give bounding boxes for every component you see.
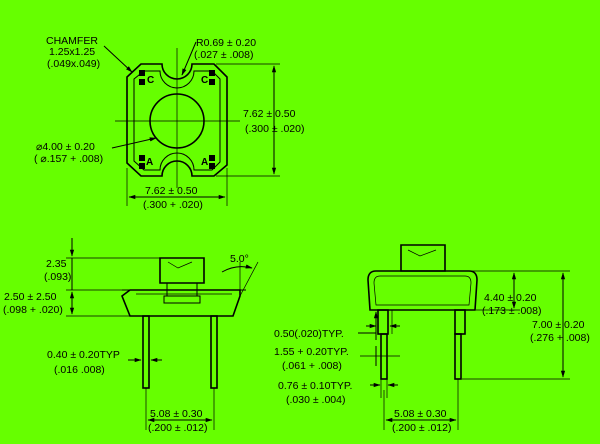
stand-mm: 1.55 + 0.20TYP.	[274, 346, 349, 358]
front-lens	[400, 244, 446, 272]
height-in: (.300 ± .020)	[245, 123, 304, 135]
side-view: 2.35 (.093) 2.50 ± 2.50 (.098 + .020) 5.…	[3, 238, 259, 434]
top-view-outline	[126, 63, 228, 177]
diameter-in: ( ⌀.157 + .008)	[34, 153, 103, 165]
front-lead-left	[380, 333, 388, 380]
chamfer-in: (.049x.049)	[47, 58, 100, 70]
pin-c-right-label: C	[201, 75, 208, 86]
front-body-in: (.173 ± .008)	[482, 305, 541, 317]
pin-c-left-label: C	[147, 75, 154, 86]
diameter-mm: ⌀4.00 ± 0.20	[36, 141, 95, 153]
chamfer-leader	[103, 45, 133, 73]
pad-a-right	[209, 155, 215, 161]
chamfer-title: CHAMFER	[46, 35, 98, 47]
lens-in: (.093)	[44, 271, 71, 283]
side-lead-left	[142, 315, 150, 389]
radius-leader	[181, 41, 197, 76]
pad-a-left-2	[139, 163, 145, 169]
front-lead-left-upper	[377, 309, 389, 335]
lead-mm: 0.40 ± 0.20TYP	[47, 349, 120, 361]
stand-in: (.061 + .008)	[282, 360, 342, 372]
pitch-in: (.200 ± .012)	[148, 422, 207, 434]
chamfer-mm: 1.25x1.25	[49, 46, 95, 58]
width-mm: 7.62 ± 0.50	[145, 185, 198, 197]
pitch-mm: 5.08 ± 0.30	[150, 408, 203, 420]
front-pitch-in: (.200 ± .012)	[392, 422, 451, 434]
diameter-leader	[111, 137, 157, 149]
pin-a-left-label: A	[146, 157, 153, 168]
top-view-inner-outline	[133, 70, 221, 171]
front-body-inner	[373, 275, 472, 306]
pad-a-right-2	[209, 163, 215, 169]
top-view: C C A A CHAMFER 1.25x1.25 (.049x.049) R0…	[34, 35, 304, 211]
side-lens	[159, 257, 205, 284]
pad-c-left-2	[139, 79, 145, 85]
body-in: (.098 + .020)	[3, 304, 63, 316]
radius-mm: R0.69 ± 0.20	[196, 37, 256, 49]
front-total-in: (.276 + .008)	[530, 332, 590, 344]
front-pitch-mm: 5.08 ± 0.30	[394, 408, 447, 420]
front-body	[367, 270, 478, 311]
angle-label: 5.0°	[230, 253, 249, 265]
front-lens-mark	[407, 249, 437, 257]
front-lead-mm: 0.76 ± 0.10TYP.	[278, 380, 352, 392]
side-step-2	[163, 295, 201, 304]
pin-a-right-label: A	[201, 157, 208, 168]
body-mm: 2.50 ± 2.50	[4, 291, 57, 303]
radius-in: (.027 ± .008)	[194, 49, 253, 61]
side-lead-right	[210, 315, 218, 389]
pad-c-right	[209, 70, 215, 76]
thick-label: 0.50(.020)TYP.	[274, 328, 344, 340]
front-lead-right	[454, 333, 462, 380]
pad-a-left	[139, 155, 145, 161]
pad-c-left	[139, 70, 145, 76]
width-in: (.300 + .020)	[143, 199, 203, 211]
pad-c-right-2	[209, 79, 215, 85]
lens-mm: 2.35	[46, 258, 67, 270]
angle-ref	[239, 261, 259, 297]
front-total-mm: 7.00 ± 0.20	[532, 319, 585, 331]
front-body-mm: 4.40 ± 0.20	[484, 292, 537, 304]
angle-arc	[221, 264, 253, 273]
side-lens-mark	[167, 261, 193, 269]
height-mm: 7.62 ± 0.50	[243, 108, 296, 120]
lead-in: (.016 .008)	[54, 364, 105, 376]
front-lead-in: (.030 ± .004)	[286, 394, 345, 406]
front-view: 4.40 ± 0.20 (.173 ± .008) 7.00 ± 0.20 (.…	[274, 244, 590, 434]
front-lead-right-upper	[454, 309, 466, 335]
